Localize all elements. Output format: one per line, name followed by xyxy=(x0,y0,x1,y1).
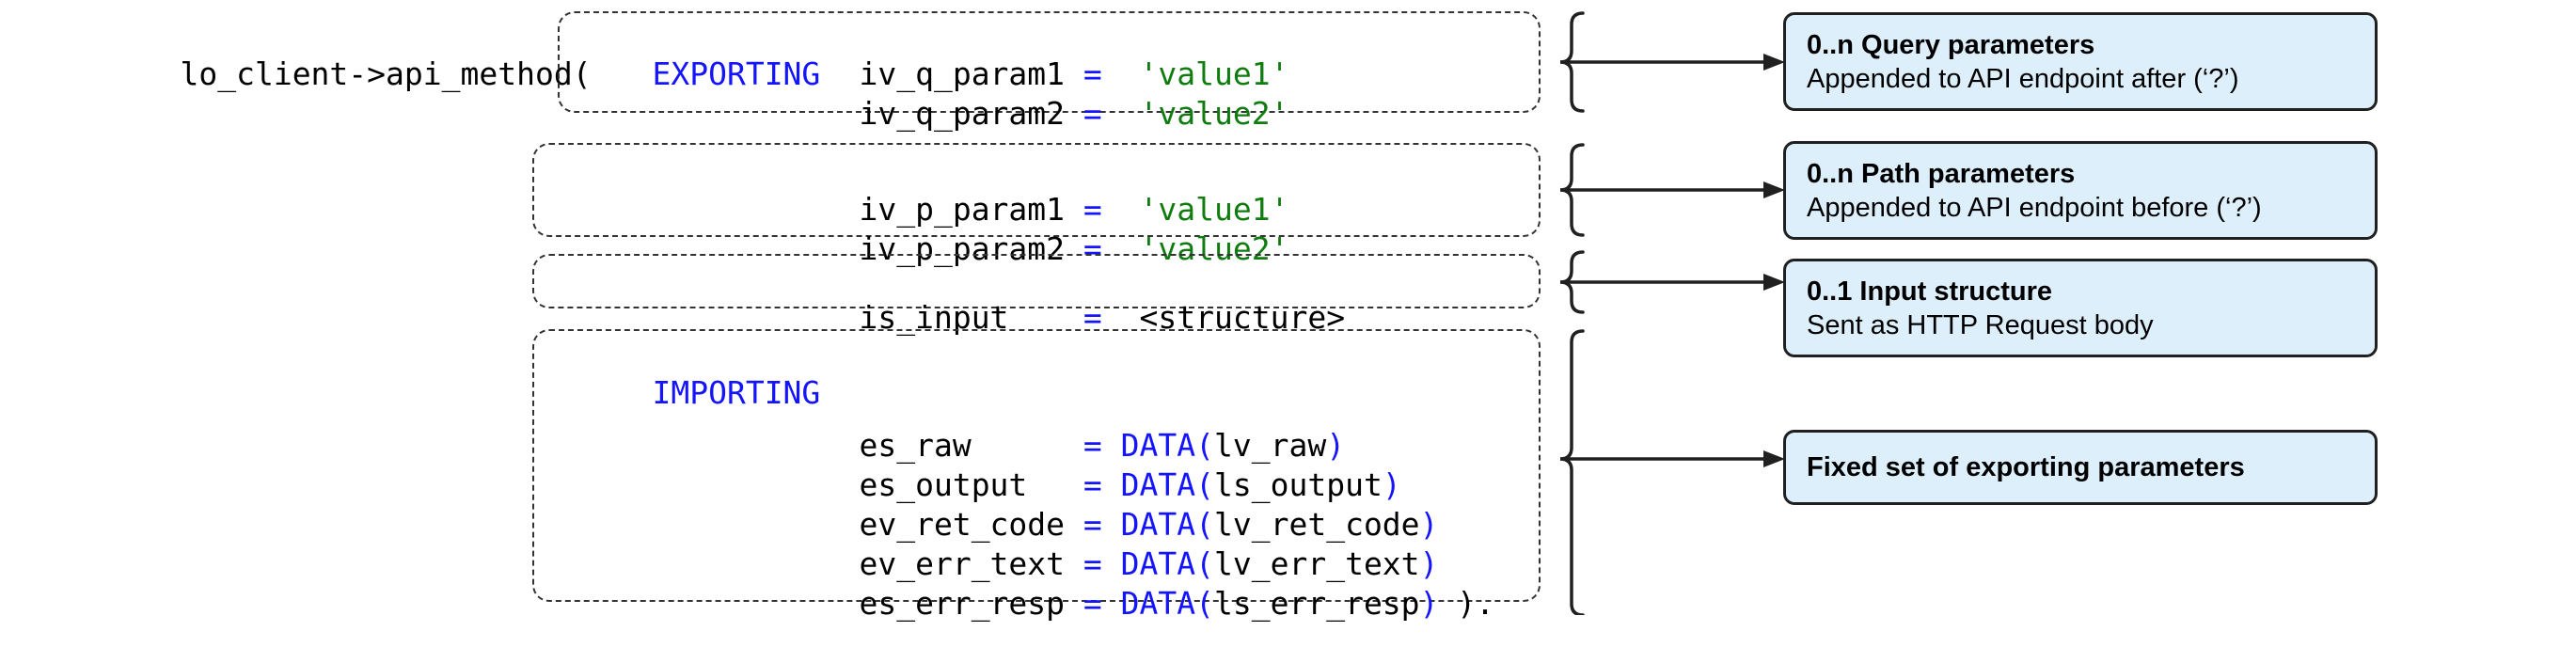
assign-operator: = xyxy=(1083,55,1102,92)
data-close-paren: ) xyxy=(1419,585,1439,622)
callout-subtitle: Appended to API endpoint before (‘?’) xyxy=(1807,192,2262,223)
callout-subtitle: Sent as HTTP Request body xyxy=(1807,309,2154,340)
data-argument: ls_output xyxy=(1214,466,1383,503)
code-line-iv-q-param2: iv_q_param2 = 'value2' xyxy=(784,55,1288,173)
param-name: es_err_resp xyxy=(859,585,1066,622)
assign-operator: = xyxy=(1083,585,1102,622)
code-line-iv-p-param1: iv_p_param1 = 'value1' xyxy=(784,150,1288,269)
method-call-prefix: lo_client->api_method( xyxy=(105,15,592,134)
data-close-paren: ) xyxy=(1326,427,1346,464)
param-name: iv_q_param2 xyxy=(859,95,1066,132)
brace-input-structure xyxy=(1559,250,1785,314)
data-argument: lv_raw xyxy=(1214,427,1327,464)
code-line-ev-ret-code: ev_ret_code = DATA(lv_ret_code) xyxy=(784,466,1438,584)
code-keyword-exporting: EXPORTING xyxy=(577,15,820,134)
assign-operator: = xyxy=(1083,427,1102,464)
callout-title: 0..1 Input structure xyxy=(1807,276,2053,307)
code-line-ev-err-text: ev_err_text = DATA(lv_err_text) xyxy=(784,505,1438,624)
param-name: iv_p_param1 xyxy=(859,191,1066,228)
param-name: ev_err_text xyxy=(859,545,1066,582)
param-value: 'value2' xyxy=(1139,230,1289,267)
assign-operator: = xyxy=(1083,466,1102,503)
code-box-path-params xyxy=(532,143,1541,237)
param-name: ev_ret_code xyxy=(859,506,1066,543)
param-value: 'value2' xyxy=(1139,95,1289,132)
data-argument: lv_ret_code xyxy=(1214,506,1420,543)
code-box-importing-params xyxy=(532,329,1541,602)
data-constructor: DATA( xyxy=(1120,545,1214,582)
param-value: 'value1' xyxy=(1139,191,1289,228)
data-constructor: DATA( xyxy=(1120,585,1214,622)
code-box-input-structure xyxy=(532,254,1541,308)
assign-operator: = xyxy=(1083,299,1102,336)
param-name: es_output xyxy=(859,466,1028,503)
callout-title: 0..n Path parameters xyxy=(1807,158,2076,189)
code-line-iv-p-param2: iv_p_param2 = 'value2' xyxy=(784,190,1288,308)
assign-operator: = xyxy=(1083,506,1102,543)
callout-input-structure: 0..1 Input structure Sent as HTTP Reques… xyxy=(1783,259,2378,357)
keyword-exporting-text: EXPORTING xyxy=(652,55,821,92)
code-line-es-raw: es_raw = DATA(lv_raw) xyxy=(784,387,1345,505)
callout-title: Fixed set of exporting parameters xyxy=(1807,452,2245,482)
callout-title: 0..n Query parameters xyxy=(1807,29,2095,60)
assign-operator: = xyxy=(1083,95,1102,132)
code-line-es-err-resp: es_err_resp = DATA(ls_err_resp) ). xyxy=(784,545,1494,663)
method-call-text: lo_client->api_method( xyxy=(180,55,592,92)
brace-importing-params xyxy=(1559,329,1785,615)
param-value: 'value1' xyxy=(1139,55,1289,92)
data-close-paren: ) xyxy=(1382,466,1401,503)
callout-subtitle: Appended to API endpoint after (‘?’) xyxy=(1807,63,2239,94)
diagram-canvas: lo_client->api_method( EXPORTING iv_q_pa… xyxy=(105,11,2378,622)
code-box-query-params xyxy=(558,11,1541,113)
assign-operator: = xyxy=(1083,230,1102,267)
data-argument: ls_err_resp xyxy=(1214,585,1420,622)
code-keyword-importing: IMPORTING xyxy=(577,334,820,452)
callout-importing-parameters: Fixed set of exporting parameters xyxy=(1783,430,2378,505)
param-name: iv_q_param1 xyxy=(859,55,1066,92)
brace-path-params xyxy=(1559,143,1785,237)
data-constructor: DATA( xyxy=(1120,466,1214,503)
param-name: es_raw xyxy=(859,427,972,464)
data-constructor: DATA( xyxy=(1120,506,1214,543)
callout-query-parameters: 0..n Query parameters Appended to API en… xyxy=(1783,12,2378,111)
code-line-iv-q-param1: iv_q_param1 = 'value1' xyxy=(784,15,1288,134)
data-argument: lv_err_text xyxy=(1214,545,1420,582)
code-line-es-output: es_output = DATA(ls_output) xyxy=(784,426,1401,545)
callout-path-parameters: 0..n Path parameters Appended to API end… xyxy=(1783,141,2378,240)
assign-operator: = xyxy=(1083,191,1102,228)
param-name: iv_p_param2 xyxy=(859,230,1066,267)
call-terminator: ). xyxy=(1438,585,1495,622)
brace-query-params xyxy=(1559,11,1785,113)
assign-operator: = xyxy=(1083,545,1102,582)
data-close-paren: ) xyxy=(1419,506,1439,543)
data-close-paren: ) xyxy=(1419,545,1439,582)
data-constructor: DATA( xyxy=(1120,427,1215,464)
keyword-importing-text: IMPORTING xyxy=(652,374,821,411)
